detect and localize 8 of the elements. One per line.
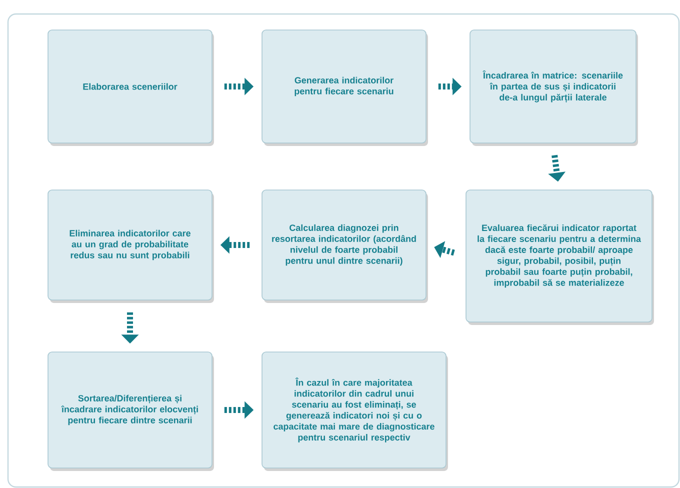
process-box: Sortarea/Diferențierea și încadrare indicatorilor elocvenți pentru fiecare dintre scenarii	[48, 352, 214, 471]
process-box: Elaborarea sceneriilor	[48, 30, 214, 146]
process-box: Calcularea diagnozei prin resortarea indicatorilor (acordând nivelul de foarte probabil pentru unul dintre scenarii)	[262, 190, 428, 303]
process-box: Eliminarea indicatorilor care au un grad de probabilitate redus sau nu sunt probabili	[48, 190, 214, 303]
process-box: Generarea indicatorilor pentru fiecare scenariu	[262, 30, 428, 146]
process-box: Încadrarea în matrice: scenariile în partea de sus și indicatorii de-a lungul părții laterale	[470, 30, 638, 146]
process-box: În cazul în care majoritatea indicatorilor din cadrul unui scenariu au fost eliminați, se generează indicatori noi și cu o capacitate mai mare de diagnosticare pentru scenariul respectiv	[262, 352, 448, 471]
process-box: Evaluarea fiecărui indicator raportat la fiecare scenariu pentru a determina dacă este foarte probabil/ aproape sigur, probabil, posibil, puțin probabil sau foarte puțin probabil, improbabil să se materializeze	[466, 190, 654, 325]
